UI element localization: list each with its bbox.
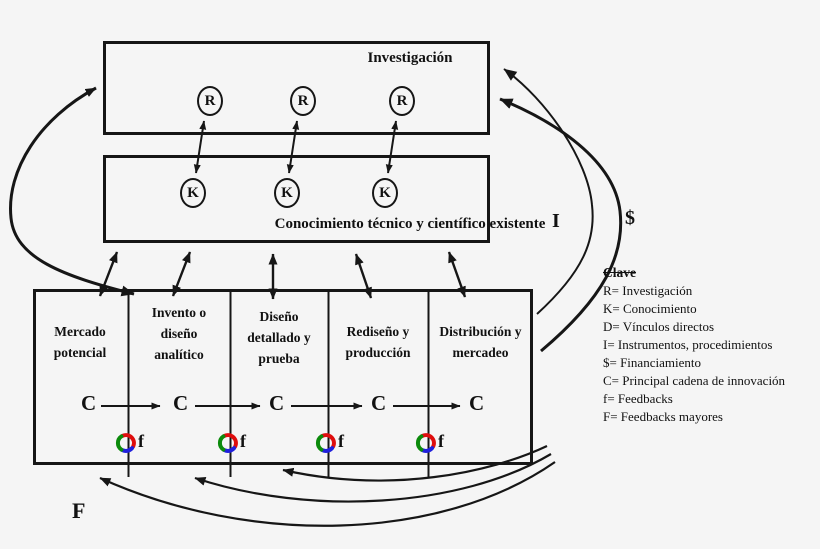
research-node-circle: R	[290, 86, 316, 116]
feedback-letter: f	[240, 431, 246, 451]
research-node-label: R	[297, 92, 309, 109]
knowledge-node-circle: K	[180, 178, 206, 208]
research-node-label: R	[204, 92, 216, 109]
feedback-letter: f	[338, 431, 344, 451]
legend-entry: K= Conocimiento	[603, 301, 697, 316]
knowledge-node-circle: K	[372, 178, 398, 208]
research-node-label: R	[396, 92, 408, 109]
research-node-circle: R	[197, 86, 223, 116]
research-box-title: Investigación	[367, 50, 453, 66]
legend-entry: C= Principal cadena de innovación	[603, 373, 786, 388]
knowledge-node-label: K	[379, 184, 391, 201]
chain-stage-label: Mercado potencial	[53, 324, 107, 360]
feedback-letter: f	[438, 431, 444, 451]
chain-stage-label: Rediseño y producción	[345, 324, 411, 360]
legend-entry: R= Investigación	[603, 283, 693, 298]
legend-entry: D= Vínculos directos	[603, 319, 715, 334]
knowledge-node-circle: K	[274, 178, 300, 208]
chain-link-letter: C	[469, 391, 485, 415]
legend-entry: I= Instrumentos, procedimientos	[603, 337, 773, 352]
chain-link-letter: C	[173, 391, 189, 415]
legend-entry: $= Financiamiento	[603, 355, 701, 370]
legend-title: Clave	[603, 265, 636, 280]
chain-link-letter: C	[371, 391, 387, 415]
major-feedback-label: F	[72, 498, 86, 523]
feedback-letter: f	[138, 431, 144, 451]
knowledge-box-label: Conocimiento técnico y científico existe…	[274, 216, 546, 232]
chain-link-letter: C	[269, 391, 285, 415]
chain-stage-label: Invento o diseño analítico	[151, 305, 207, 362]
knowledge-node-label: K	[187, 184, 199, 201]
instruments-label: I	[552, 210, 560, 232]
legend: Clave R= Investigación K= Conocimiento D…	[603, 264, 785, 426]
legend-entry: f= Feedbacks	[603, 391, 673, 406]
chain-stage-label: Distribución y mercadeo	[439, 324, 522, 360]
instruments-curve	[503, 68, 594, 315]
financing-label: $	[625, 207, 635, 229]
research-node-circle: R	[389, 86, 415, 116]
legend-entry: F= Feedbacks mayores	[603, 409, 723, 424]
chain-stage-label: Diseño detallado y prueba	[247, 309, 311, 366]
knowledge-node-label: K	[281, 184, 293, 201]
chain-link-letter: C	[81, 391, 97, 415]
